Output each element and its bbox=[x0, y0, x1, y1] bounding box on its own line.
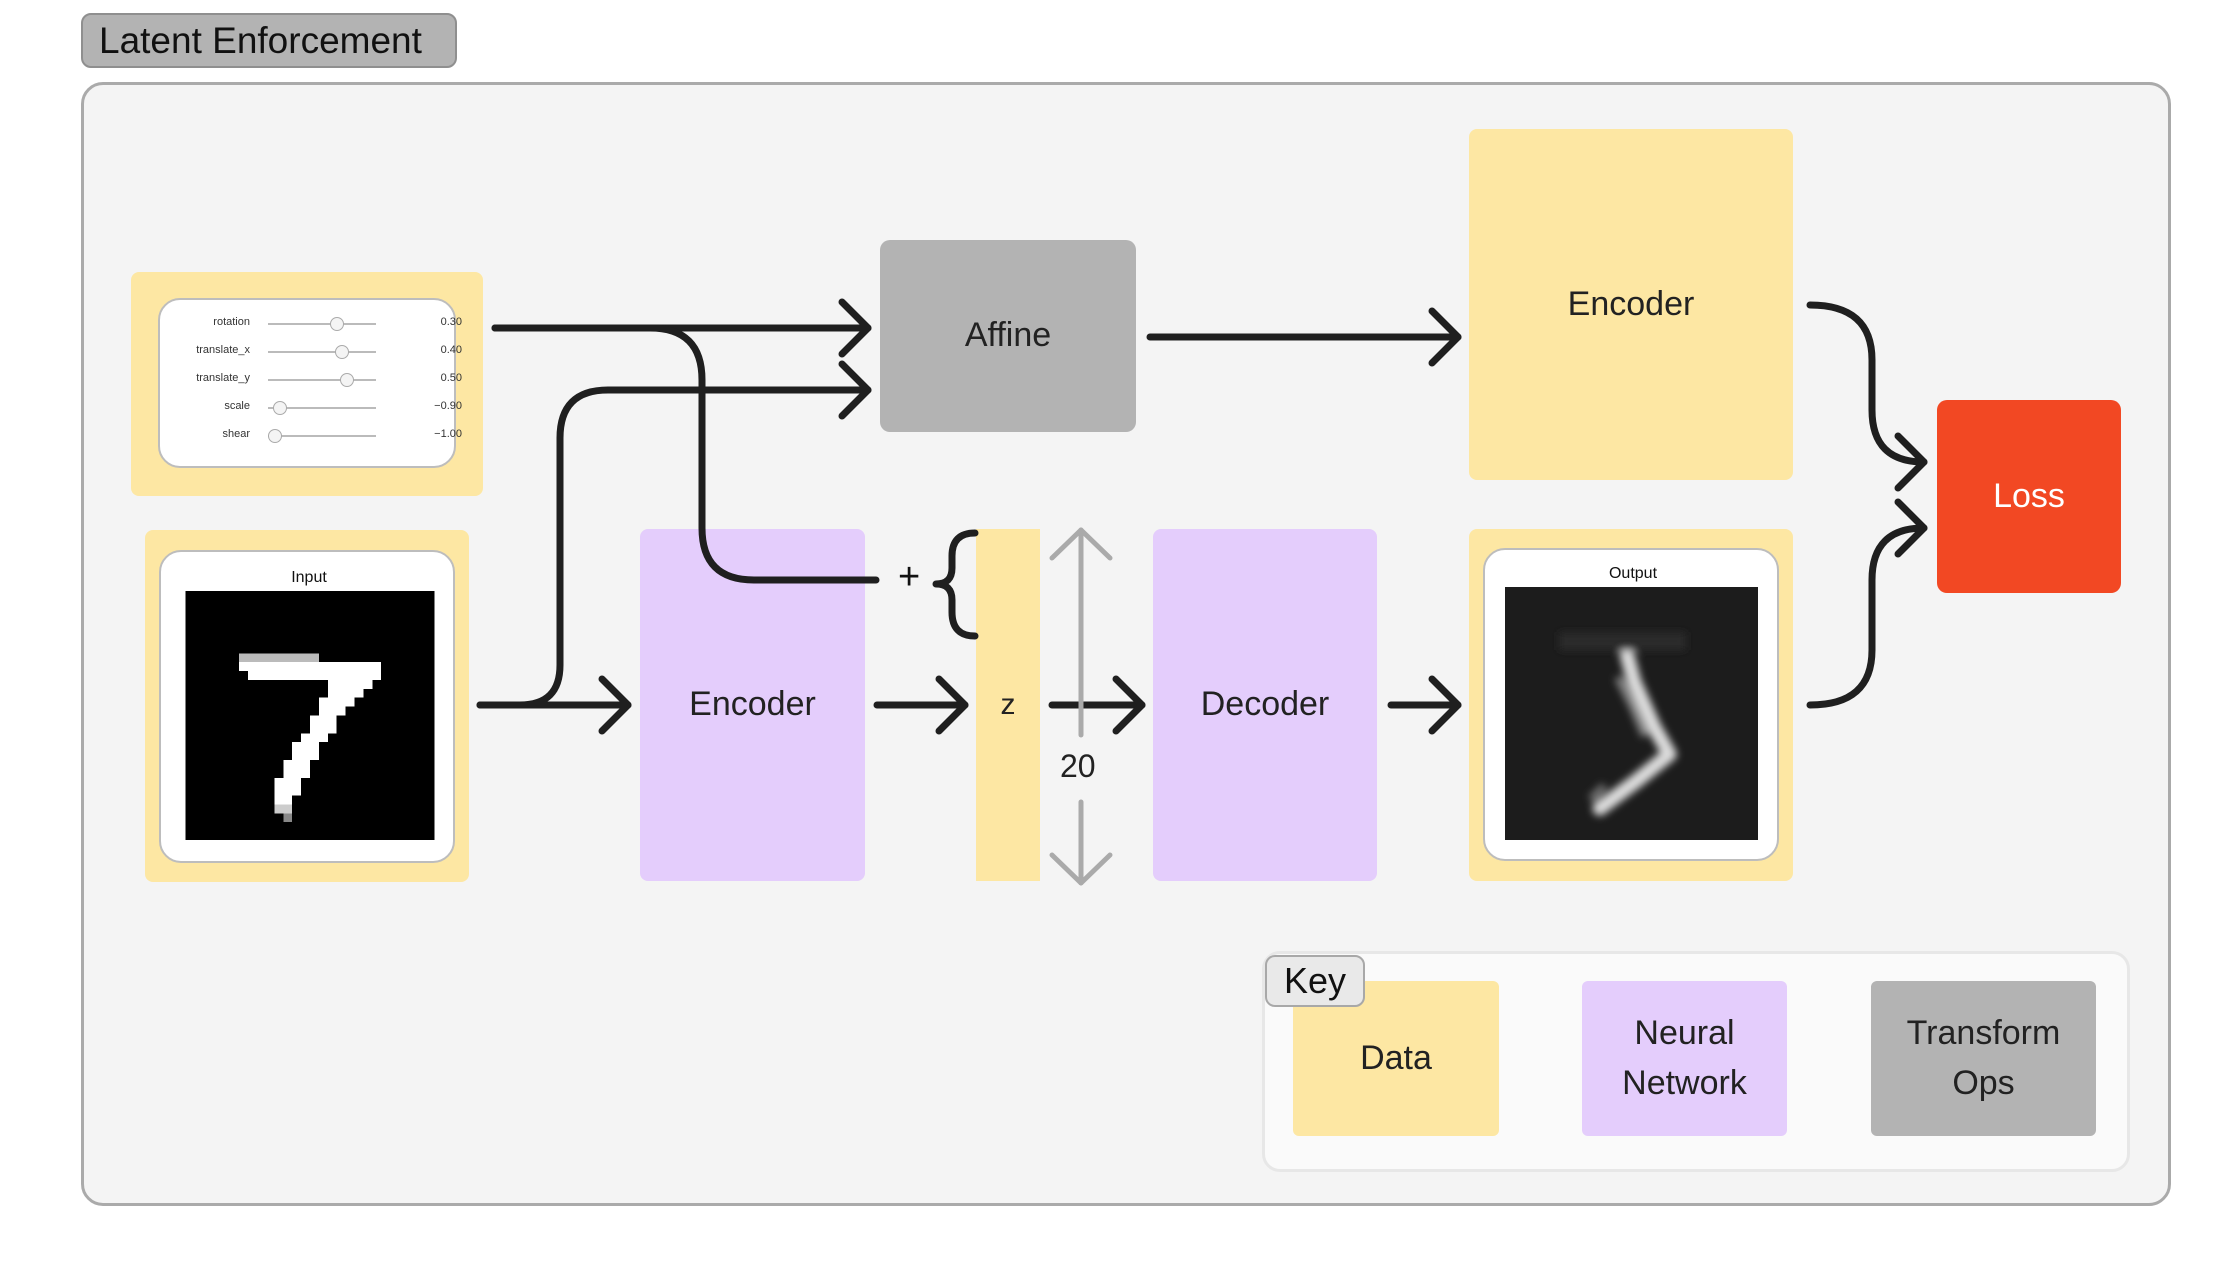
param-slider-knob[interactable] bbox=[268, 429, 282, 443]
param-value: 0.40 bbox=[440, 344, 462, 356]
param-value: −0.90 bbox=[434, 400, 462, 412]
param-sliders: rotation 0.30 translate_x 0.40 translate_y 0.… bbox=[100, 314, 462, 464]
encoder-bottom-block: Encoder bbox=[640, 529, 865, 881]
params-card: rotation 0.30 translate_x 0.40 translate_y 0.… bbox=[158, 298, 462, 468]
param-slider-track[interactable] bbox=[268, 379, 376, 381]
param-row-translate-y: translate_y 0.50 bbox=[100, 370, 462, 390]
latent-z-block: z bbox=[976, 529, 1040, 881]
param-label: scale bbox=[224, 400, 250, 412]
param-slider-track[interactable] bbox=[268, 435, 376, 437]
encoder-to-loss-arrow bbox=[1806, 301, 1928, 466]
loss-block: Loss bbox=[1937, 400, 2121, 593]
key-neural-network-swatch: Neural Network bbox=[1582, 981, 1787, 1136]
decoder-block: Decoder bbox=[1153, 529, 1377, 881]
latent-dimension-label: 20 bbox=[1060, 748, 1096, 784]
affine-transform-block: Affine bbox=[880, 240, 1136, 432]
diagram-title: Latent Enforcement bbox=[81, 13, 457, 68]
output-to-loss-arrow bbox=[1806, 524, 1928, 709]
param-row-scale: scale −0.90 bbox=[100, 398, 462, 418]
concat-plus-sign: + bbox=[898, 556, 921, 598]
param-slider-track[interactable] bbox=[268, 323, 376, 325]
input-to-affine-arrow bbox=[476, 386, 872, 709]
param-label: shear bbox=[222, 428, 250, 440]
params-to-latent-connector bbox=[491, 324, 880, 584]
param-slider-knob[interactable] bbox=[340, 373, 354, 387]
key-neural-network-line1: Neural bbox=[1634, 1014, 1735, 1053]
param-value: 0.30 bbox=[440, 316, 462, 328]
param-slider-knob[interactable] bbox=[335, 345, 350, 359]
key-neural-network-line2: Network bbox=[1622, 1063, 1747, 1102]
param-row-translate-x: translate_x 0.40 bbox=[100, 342, 462, 362]
input-image-card: Input bbox=[159, 550, 455, 863]
param-value: −1.00 bbox=[434, 428, 462, 440]
param-row-shear: shear −1.00 bbox=[100, 426, 462, 446]
key-transform-ops-swatch: Transform Ops bbox=[1871, 981, 2096, 1136]
param-label: rotation bbox=[213, 316, 250, 328]
param-slider-knob[interactable] bbox=[330, 317, 345, 331]
param-slider-knob[interactable] bbox=[272, 401, 287, 415]
param-label: translate_x bbox=[196, 344, 250, 356]
key-title: Key bbox=[1265, 955, 1365, 1007]
param-slider-track[interactable] bbox=[268, 407, 376, 409]
param-slider-track[interactable] bbox=[268, 351, 376, 353]
key-transform-ops-line1: Transform bbox=[1906, 1014, 2061, 1053]
encoder-top-block: Encoder bbox=[1469, 129, 1793, 480]
param-value: 0.50 bbox=[440, 372, 462, 384]
output-digit-image bbox=[1505, 587, 1758, 840]
output-image-title: Output bbox=[1608, 565, 1658, 582]
input-image-title: Input bbox=[291, 569, 327, 586]
input-digit-image bbox=[185, 591, 435, 840]
param-row-rotation: rotation 0.30 bbox=[100, 314, 462, 334]
key-transform-ops-line2: Ops bbox=[1952, 1063, 2015, 1102]
param-label: translate_y bbox=[196, 372, 250, 384]
output-image-card: Output bbox=[1483, 548, 1779, 861]
concat-brace bbox=[932, 529, 979, 640]
